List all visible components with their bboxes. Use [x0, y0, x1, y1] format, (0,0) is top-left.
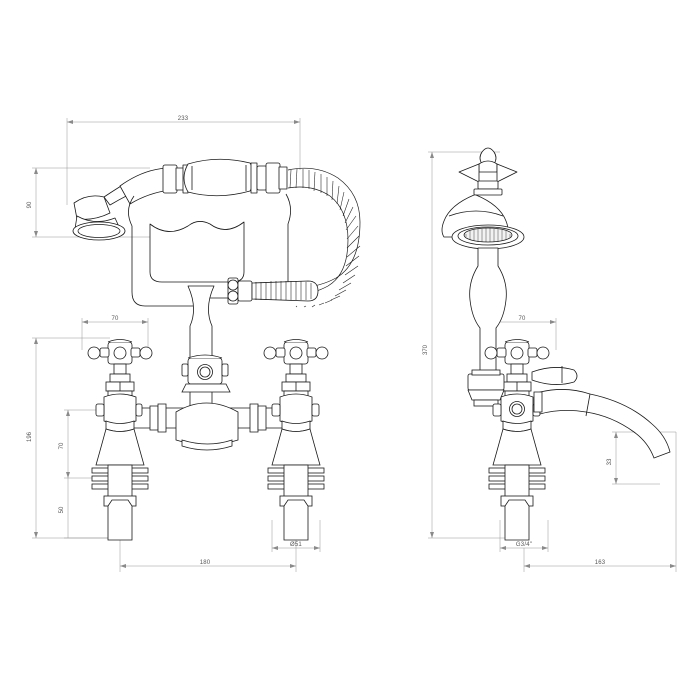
handset-hook	[479, 147, 497, 165]
handset-grip	[183, 158, 255, 197]
hook-wing-left	[458, 163, 480, 183]
hook-wing-right	[496, 163, 518, 183]
hose-lower-run	[227, 277, 319, 305]
side-handset-connector	[467, 369, 505, 407]
handset-yoke-left	[128, 195, 205, 307]
dim-front-overall-width: 233	[178, 116, 189, 122]
tap-left-assembly	[87, 339, 153, 541]
rose-spray-holes	[465, 228, 511, 242]
side-handset-assembly	[441, 147, 525, 375]
dim-front-crosshead-spacing: 70	[111, 316, 119, 322]
dim-front-shank-height: 50	[59, 506, 65, 513]
dim-side-projection: 163	[595, 560, 606, 566]
dim-front-body-height: 70	[59, 442, 65, 449]
dim-front-base-diameter: Ø51	[290, 542, 302, 548]
side-spout-handle	[531, 366, 578, 385]
valve-body-left	[103, 393, 137, 425]
crosshead-handle-right	[263, 339, 329, 375]
shower-rose	[72, 182, 133, 241]
dim-side-crosshead-spacing: 70	[518, 316, 526, 322]
valve-skirt-left	[95, 428, 145, 466]
handset-outlet	[250, 162, 288, 194]
dim-front-handset-height: 90	[27, 201, 33, 208]
dim-side-total-height: 370	[423, 344, 429, 355]
lever-handle	[531, 367, 578, 385]
tap-shank-side	[504, 499, 530, 541]
diverter-body	[181, 354, 231, 393]
handset-cradle	[149, 221, 245, 283]
tap-shank-right	[283, 499, 309, 541]
dim-front-base-spread: 180	[200, 560, 211, 566]
rose-face	[463, 227, 513, 243]
tap-right-assembly	[263, 339, 329, 541]
curved-spout	[533, 389, 671, 459]
centre-hub	[175, 402, 239, 446]
tap-shank-left	[107, 499, 133, 541]
valve-skirt-right	[271, 428, 321, 466]
crosshead-handle-left	[87, 339, 153, 375]
dim-side-spout-height: 33	[607, 458, 613, 465]
dim-side-thread-size: G3/4"	[516, 542, 532, 548]
valve-body-right	[279, 393, 313, 425]
side-valve-body	[488, 393, 546, 541]
dim-front-total-height: 196	[27, 431, 33, 442]
